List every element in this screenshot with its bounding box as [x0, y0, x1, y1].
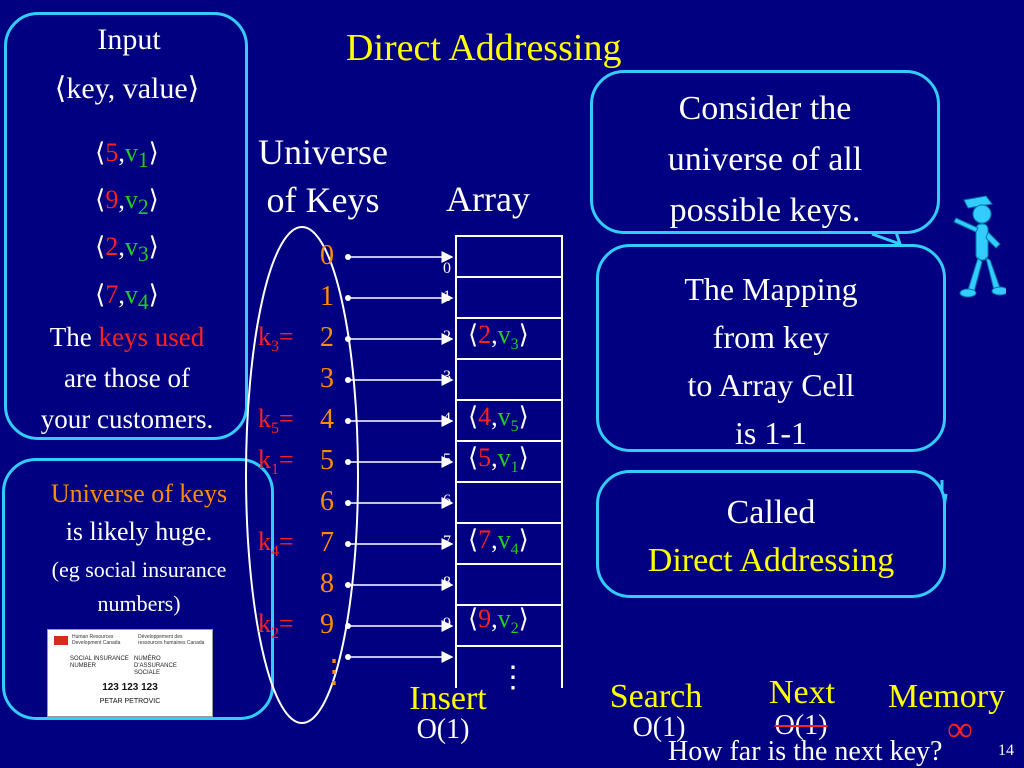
- key-number: 6: [320, 486, 334, 517]
- array-cell-4: ⟨4,v5⟩: [468, 402, 529, 436]
- key-label: k2=: [258, 609, 294, 643]
- card-label-en: SOCIAL INSURANCE NUMBER: [70, 656, 129, 669]
- input-pairs-list: ⟨5,v1⟩ ⟨9,v2⟩ ⟨2,v3⟩ ⟨7,v4⟩: [7, 133, 247, 322]
- card-header-fr: Développement des ressources humaines Ca…: [138, 634, 205, 646]
- key-number: 8: [320, 568, 334, 599]
- input-heading-line2: ⟨key, value⟩: [54, 72, 200, 105]
- array-index: 9: [443, 615, 451, 632]
- key-number: 2: [320, 322, 334, 353]
- search-op-label: Search: [609, 678, 703, 715]
- key-row-3: 3: [258, 363, 358, 403]
- key-row-8: 8: [258, 568, 358, 608]
- array-index: 4: [443, 410, 451, 427]
- mapping-line4: is 1-1: [735, 415, 807, 451]
- memory-op-cost: ∞: [947, 709, 973, 749]
- consider-callout: Consider the universe of all possible ke…: [590, 70, 940, 234]
- array-index: 5: [443, 451, 451, 468]
- array-index: 8: [443, 574, 451, 591]
- array-cell-2: ⟨2,v3⟩: [468, 320, 529, 354]
- called-line1: Called: [726, 494, 816, 531]
- array-index: 6: [443, 492, 451, 509]
- universe-note-line3: (eg social insurance: [51, 557, 227, 582]
- universe-note-line4: numbers): [97, 591, 181, 616]
- card-holder-name: PETAR PETROVIC: [99, 698, 161, 705]
- consider-line1: Consider the: [678, 90, 852, 127]
- next-op-cost: O(1): [774, 710, 828, 741]
- universe-callout: Universe of keys is likely huge. (eg soc…: [2, 458, 274, 720]
- key-number: 4: [320, 404, 334, 435]
- input-pair-3: ⟨2,v3⟩: [95, 232, 159, 267]
- key-number: 9: [320, 609, 334, 640]
- key-label: k5=: [258, 404, 294, 438]
- array-ellipsis: ⋮: [498, 661, 528, 694]
- key-row-6: 6: [258, 486, 358, 526]
- cartoon-figure-icon: [953, 195, 1006, 298]
- input-pair-1: ⟨5,v1⟩: [95, 138, 159, 173]
- mapping-line1: The Mapping: [684, 271, 858, 307]
- mapping-line2: from key: [712, 319, 830, 355]
- input-note-line1: The keys used: [49, 322, 205, 352]
- mapping-line3: to Array Cell: [687, 367, 855, 403]
- key-row-4: k5= 4: [258, 404, 358, 444]
- key-number: 7: [320, 527, 334, 558]
- array-label: Array: [446, 179, 530, 219]
- slide-title: Direct Addressing: [346, 27, 622, 69]
- insert-op-label: Insert: [409, 680, 487, 717]
- universe-label-line2: of Keys: [266, 180, 380, 220]
- sin-card-image: Human Resources Development Canada Dével…: [47, 629, 213, 717]
- array-index: 3: [443, 368, 451, 385]
- array-index: 2: [443, 328, 451, 345]
- card-header-en: Human Resources Development Canada: [72, 634, 121, 646]
- key-row-5: k1= 5: [258, 445, 358, 485]
- key-row-7: k4= 7: [258, 527, 358, 567]
- consider-line2: universe of all: [667, 141, 863, 178]
- key-number: 0: [320, 240, 334, 271]
- key-row-0: 0: [258, 240, 358, 280]
- universe-note-line1: Universe of keys: [50, 479, 228, 508]
- mapping-callout: The Mapping from key to Array Cell is 1-…: [596, 244, 946, 452]
- card-number: 123 123 123: [102, 682, 158, 693]
- input-heading-line1: Input: [97, 23, 161, 56]
- universe-of-keys-label: Universe of Keys: [238, 128, 408, 224]
- array-cell-9: ⟨9,v2⟩: [468, 604, 529, 638]
- key-number: 5: [320, 445, 334, 476]
- array-index: 1: [443, 288, 451, 305]
- input-pair-2: ⟨9,v2⟩: [95, 185, 159, 220]
- array-cell-5: ⟨5,v1⟩: [468, 443, 529, 477]
- called-callout: Called Direct Addressing: [596, 470, 946, 598]
- array-index: 0: [443, 260, 451, 277]
- key-label: k4=: [258, 527, 294, 561]
- consider-line3: possible keys.: [669, 192, 861, 229]
- input-note-line3: your customers.: [40, 404, 214, 434]
- footer-question: How far is the next key?: [668, 736, 943, 767]
- next-op-label: Next: [768, 674, 836, 711]
- card-label-fr: NUMÉRO D'ASSURANCE SOCIALE: [134, 656, 177, 676]
- array-index: 7: [443, 533, 451, 550]
- array-cell-7: ⟨7,v4⟩: [468, 525, 529, 559]
- key-number: 3: [320, 363, 334, 394]
- page-number: 14: [998, 742, 1014, 759]
- input-callout: Input ⟨key, value⟩ ⟨5,v1⟩ ⟨9,v2⟩ ⟨2,v3⟩ …: [4, 12, 248, 440]
- key-label: k3=: [258, 322, 294, 356]
- input-pair-4: ⟨7,v4⟩: [95, 279, 159, 314]
- keys-ellipsis: ⋮: [318, 653, 350, 689]
- called-line2: Direct Addressing: [647, 542, 895, 579]
- insert-op-cost: O(1): [416, 714, 470, 745]
- universe-label-line1: Universe: [258, 132, 388, 172]
- key-label: k1=: [258, 445, 294, 479]
- search-op-cost: O(1): [632, 712, 686, 743]
- key-row-9: k2= 9: [258, 609, 358, 649]
- universe-note-line2: is likely huge.: [65, 517, 213, 546]
- input-note-line2: are those of: [64, 363, 190, 393]
- key-number: 1: [320, 281, 334, 312]
- flag-icon: [54, 636, 68, 645]
- key-row-1: 1: [258, 281, 358, 321]
- memory-op-label: Memory: [888, 678, 1006, 715]
- key-row-2: k3= 2: [258, 322, 358, 362]
- input-note: The keys used are those of your customer…: [7, 317, 247, 440]
